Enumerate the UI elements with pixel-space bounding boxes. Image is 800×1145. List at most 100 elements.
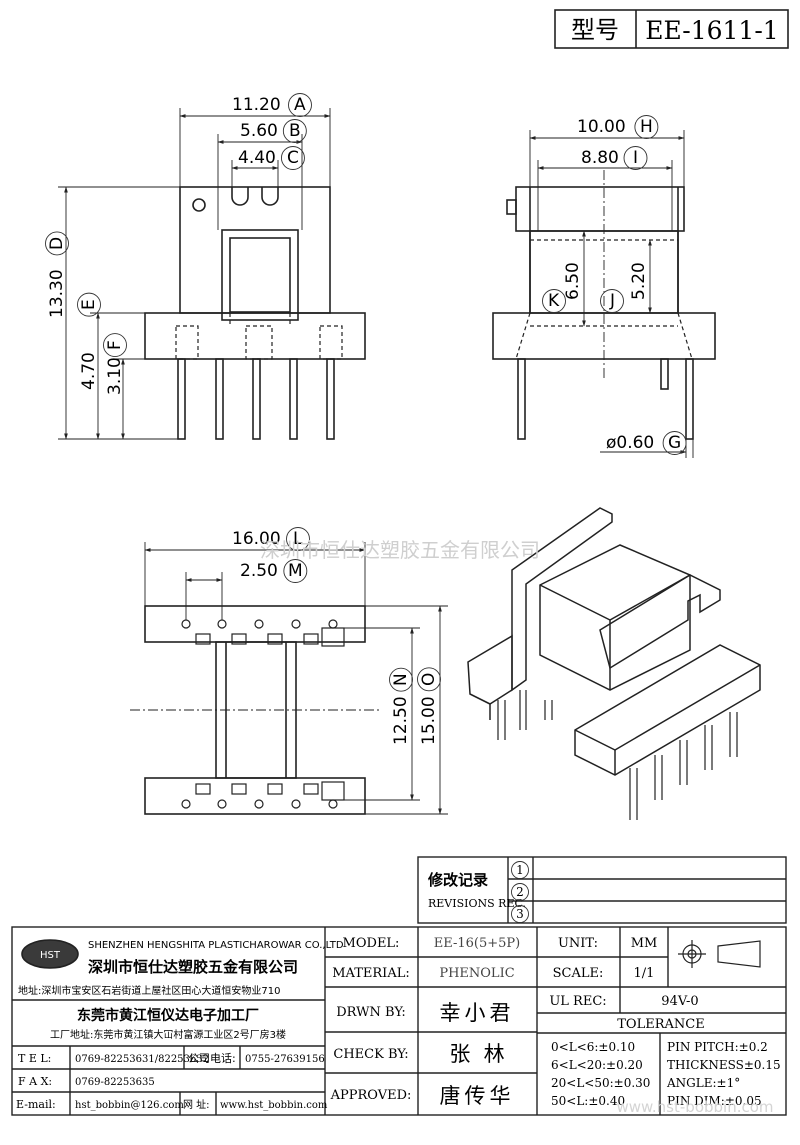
dim-k: 6.50 — [563, 262, 583, 300]
letter-circle — [288, 93, 312, 117]
letter-circle — [280, 146, 305, 170]
dim-j-letter: J — [609, 291, 615, 311]
letter-circle — [77, 292, 101, 317]
approved-label: APPROVED: — [330, 1088, 412, 1103]
dim-b-letter: B — [289, 121, 301, 141]
revisions-title-en: REVISIONS REC. — [428, 897, 526, 910]
front-view — [144, 186, 366, 440]
dim-g-letter: G — [668, 433, 681, 453]
dim-d-letter: D — [47, 237, 67, 250]
tel-value: 0769-82253631/82253632 — [75, 1054, 209, 1065]
dim-h: 10.00 — [577, 117, 626, 137]
dim-l-letter: L — [293, 529, 303, 549]
scale-value: 1/1 — [634, 966, 655, 981]
letter-circle — [542, 289, 566, 313]
letter-circle — [286, 527, 310, 551]
revision-mark-3: 3 — [516, 907, 524, 921]
dim-b: 5.60 — [240, 121, 278, 141]
dim-n-letter: N — [391, 673, 411, 686]
unit-value: MM — [631, 936, 658, 951]
ul-label: UL REC: — [549, 994, 606, 1009]
letter-circle — [634, 115, 659, 139]
tel-label: T E L: — [18, 1052, 51, 1065]
dim-o-letter: O — [419, 673, 439, 686]
tolerance-2: 20<L<50:±0.30 — [551, 1076, 650, 1090]
revision-mark-2: 2 — [516, 885, 524, 899]
watermark-url: www.hst-bobbin.com — [616, 1098, 773, 1116]
company-name-cn: 深圳市恒仕达塑胶五金有限公司 — [88, 958, 298, 976]
dim-m-letter: M — [288, 561, 303, 581]
revisions-title-cn: 修改记录 — [427, 871, 488, 889]
dim-i-letter: I — [633, 148, 638, 168]
model-box-value: EE-1611-1 — [645, 16, 778, 45]
dim-c: 4.40 — [238, 148, 276, 168]
tolerance-3: 50<L:±0.40 — [551, 1094, 625, 1108]
letter-circle — [417, 667, 441, 692]
bottom-view — [130, 605, 380, 815]
letter-circle — [511, 883, 529, 901]
web-value: www.hst_bobbin.com — [220, 1100, 328, 1111]
tolerance-1: 6<L<20:±0.20 — [551, 1058, 643, 1072]
isometric-view — [467, 507, 761, 820]
model-label: MODEL: — [343, 936, 400, 951]
revision-mark-1: 1 — [516, 863, 524, 877]
dim-a: 11.20 — [232, 95, 281, 115]
projection-symbol — [678, 940, 761, 968]
model-value: EE-16(5+5P) — [434, 936, 520, 951]
dim-a-letter: A — [294, 95, 306, 115]
letter-circle — [103, 333, 127, 358]
company-address: 地址:深圳市宝安区石岩街道上屋社区田心大道恒安物业710 — [18, 984, 280, 997]
dim-g: ø0.60 — [606, 433, 654, 453]
dim-j: 5.20 — [629, 262, 649, 300]
company-tel-label: 公司电话: — [188, 1052, 236, 1065]
factory-name: 东莞市黄江恒仪达电子加工厂 — [77, 1007, 259, 1024]
scale-label: SCALE: — [553, 966, 604, 981]
email-label: E-mail: — [16, 1098, 56, 1111]
material-label: MATERIAL: — [332, 966, 409, 981]
unit-label: UNIT: — [558, 936, 598, 951]
dim-d: 13.30 — [47, 269, 67, 318]
dim-m: 2.50 — [240, 561, 278, 581]
dim-n: 12.50 — [391, 696, 411, 745]
dim-o: 15.00 — [419, 696, 439, 745]
dim-f-letter: F — [105, 340, 125, 350]
approved-value: 唐传华 — [440, 1084, 515, 1108]
letter-circle — [662, 431, 687, 455]
dim-i: 8.80 — [581, 148, 619, 168]
dim-l: 16.00 — [232, 529, 281, 549]
check-value: 张 林 — [449, 1042, 504, 1066]
dim-e-letter: E — [79, 299, 99, 310]
dim-e: 4.70 — [79, 352, 99, 390]
drawn-label: DRWN BY: — [336, 1005, 405, 1020]
drawn-value: 幸小君 — [440, 1001, 515, 1025]
factory-address: 工厂地址:东莞市黄江镇大冚村富源工业区2号厂房3楼 — [50, 1028, 286, 1041]
fax-label: F A X: — [18, 1075, 52, 1088]
fax-value: 0769-82253635 — [75, 1077, 155, 1088]
dim-c-letter: C — [287, 148, 299, 168]
letter-circle — [511, 905, 529, 923]
tolerance-label: TOLERANCE — [617, 1017, 704, 1032]
letter-circle — [389, 667, 413, 692]
tolerance-pin-dim: PIN DIM:±0.05 — [667, 1094, 762, 1108]
web-label: 网 址: — [183, 1098, 210, 1111]
watermark: 深圳市恒仕达塑胶五金有限公司 — [260, 538, 540, 562]
ul-value: 94V-0 — [661, 994, 698, 1009]
check-label: CHECK BY: — [333, 1047, 408, 1062]
tolerance-angle: ANGLE:±1° — [666, 1076, 740, 1090]
dim-h-letter: H — [640, 117, 653, 137]
tolerance-thickness: THICKNESS±0.15 — [667, 1058, 781, 1072]
material-value: PHENOLIC — [439, 966, 514, 981]
letter-circle — [45, 231, 69, 256]
company-tel-value: 0755-27639156 — [245, 1054, 325, 1065]
tolerance-0: 0<L<6:±0.10 — [551, 1040, 635, 1054]
company-logo: HST — [40, 950, 61, 961]
dim-k-letter: K — [548, 291, 560, 311]
letter-circle — [511, 861, 529, 879]
letter-circle — [623, 146, 648, 170]
email-value: hst_bobbin@126.com — [75, 1100, 184, 1111]
letter-circle — [283, 559, 308, 583]
letter-circle — [600, 289, 624, 313]
company-name-en: SHENZHEN HENGSHITA PLASTICHAROWAR CO.,LT… — [88, 940, 344, 951]
dim-f: 3.10 — [105, 357, 125, 395]
